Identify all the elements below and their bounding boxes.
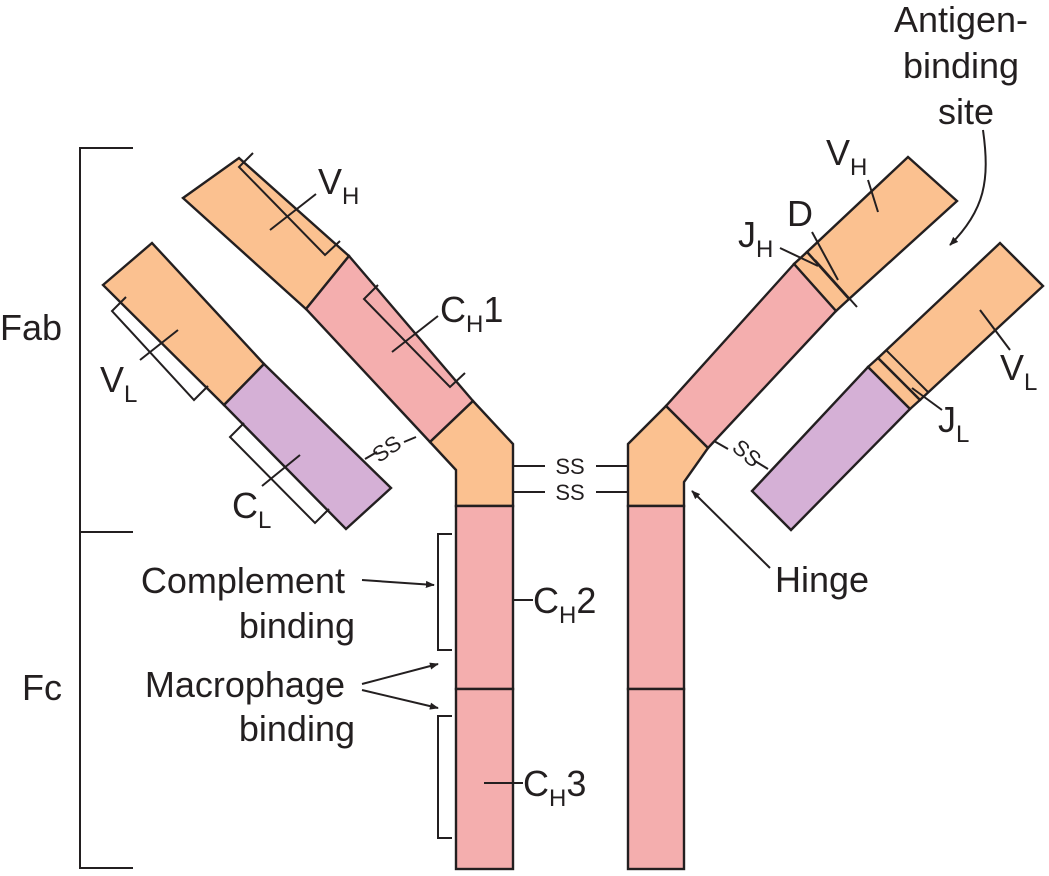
macrophage-binding-bracket <box>437 715 452 839</box>
vl-left-bracket <box>110 296 209 402</box>
jh-leader <box>779 247 819 267</box>
complement-binding-label: Complement binding <box>141 560 355 646</box>
ss-bond-lower: SS <box>555 480 584 505</box>
vh-left-bracket <box>237 152 341 257</box>
disulfide-bond-line <box>403 436 417 443</box>
fab-bracket <box>79 147 133 533</box>
ch3-label: CH3 <box>523 763 586 812</box>
ch2-label: CH2 <box>533 580 596 629</box>
right-heavy-ch1-domain <box>664 262 838 450</box>
vl-right-leader <box>979 309 1011 351</box>
macrophage-binding-label: Macrophage binding <box>145 664 355 749</box>
hinge-arrow <box>691 490 771 569</box>
vh-left-label: VH <box>318 161 359 210</box>
vl-left-leader <box>139 329 179 361</box>
ch1-left-leader <box>391 315 439 353</box>
complement-binding-bracket <box>437 533 452 651</box>
d-leader <box>811 231 839 281</box>
left-heavy-chain <box>181 156 515 871</box>
right-heavy-ch3-domain <box>626 687 686 871</box>
jh-label: JH <box>738 214 773 263</box>
cl-left-leader <box>261 454 301 487</box>
left-light-constant-domain <box>222 362 393 531</box>
left-heavy-ch3-domain <box>454 687 515 871</box>
ch1-left-bracket <box>362 284 466 389</box>
ch1-left-label: CH1 <box>440 289 503 338</box>
vh-left-leader <box>269 193 317 231</box>
d-label: D <box>787 193 813 234</box>
left-light-chain <box>101 241 393 531</box>
d-segment-divider <box>814 259 858 308</box>
antigen-binding-site-arrow <box>949 129 987 246</box>
left-heavy-ch2-domain <box>454 504 515 691</box>
right-heavy-ch2-domain <box>626 504 686 691</box>
disulfide-bond-line <box>754 460 769 470</box>
ss-bond-right-light: SS <box>728 434 767 472</box>
left-heavy-ch1-domain <box>304 254 475 444</box>
vl-left-label: VL <box>100 359 137 408</box>
antigen-binding-site-label: Antigen- binding site <box>894 0 1038 132</box>
fc-bracket <box>79 531 133 869</box>
vl-right-label: VL <box>1000 347 1037 396</box>
macrophage-binding-arrow-upper <box>361 662 439 685</box>
disulfide-bond-line <box>364 451 378 460</box>
ss-bond-upper: SS <box>555 454 584 479</box>
right-light-constant-domain <box>750 365 912 532</box>
hinge-label: Hinge <box>775 559 869 600</box>
complement-binding-arrow <box>361 579 435 589</box>
fab-label: Fab <box>0 307 62 348</box>
fc-label: Fc <box>22 667 62 708</box>
right-light-chain <box>750 241 1045 532</box>
disulfide-bond-line <box>713 440 729 450</box>
ss-bond-left-light: SS <box>368 430 406 467</box>
macrophage-binding-arrow-lower <box>361 689 439 710</box>
cl-left-bracket <box>228 422 330 525</box>
cl-left-label: CL <box>232 485 271 534</box>
vh-right-label: VH <box>826 132 867 181</box>
right-heavy-chain <box>626 155 959 871</box>
vh-right-leader <box>867 179 879 213</box>
jl-right-label: JL <box>938 399 969 448</box>
jl-leader <box>911 387 943 411</box>
j-light-segment-divider <box>885 349 929 393</box>
